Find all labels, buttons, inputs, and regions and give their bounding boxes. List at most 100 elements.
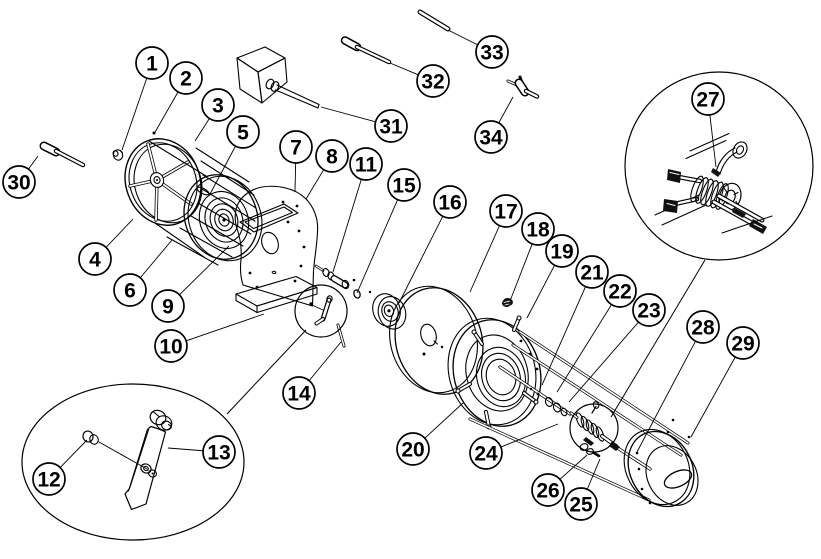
callout-27: 27 bbox=[691, 82, 725, 168]
tie-rods bbox=[468, 330, 690, 502]
balloon-circle bbox=[282, 376, 316, 410]
leader-line bbox=[498, 96, 514, 124]
balloon-circle bbox=[349, 147, 383, 181]
balloon-circle bbox=[201, 88, 235, 122]
leader-line bbox=[424, 402, 464, 439]
end-cap bbox=[623, 428, 699, 508]
balloon-circle bbox=[396, 432, 430, 466]
callout-9: 9 bbox=[151, 245, 230, 323]
balloon-circle bbox=[154, 329, 188, 363]
leader-line bbox=[526, 264, 555, 319]
spring-pin bbox=[340, 36, 392, 65]
callout-22: 22 bbox=[556, 274, 637, 393]
balloon-circle bbox=[475, 35, 509, 69]
balloon-circle bbox=[603, 274, 637, 308]
balloon-circle bbox=[686, 310, 720, 344]
balloon-circle bbox=[531, 473, 565, 507]
leader-line bbox=[139, 239, 173, 279]
balloon-number: 5 bbox=[237, 122, 249, 145]
callout-13: 13 bbox=[167, 435, 236, 469]
callout-31: 31 bbox=[320, 106, 408, 143]
balloon-number: 10 bbox=[159, 336, 182, 359]
lever-arm-detail-bubble bbox=[21, 383, 245, 541]
balloon-circle bbox=[202, 435, 236, 469]
detail-connector-line bbox=[610, 259, 706, 418]
spool-pins bbox=[455, 315, 539, 430]
callout-4: 4 bbox=[78, 218, 134, 276]
balloon-circle bbox=[564, 487, 598, 521]
callout-20: 20 bbox=[396, 402, 464, 466]
leader-line bbox=[636, 340, 696, 453]
leader-line bbox=[389, 62, 419, 76]
leader-line bbox=[294, 162, 297, 193]
balloon-circle bbox=[135, 46, 169, 80]
leader-line bbox=[179, 245, 230, 296]
axle-shaft bbox=[498, 365, 652, 471]
balloon-number: 25 bbox=[569, 494, 593, 517]
callout-19: 19 bbox=[526, 234, 579, 319]
balloon-number: 34 bbox=[479, 127, 503, 150]
callout-14: 14 bbox=[282, 341, 342, 410]
leader-line bbox=[305, 169, 325, 200]
balloon-circle bbox=[433, 185, 467, 219]
balloon-number: 29 bbox=[731, 333, 754, 356]
callout-21: 21 bbox=[541, 255, 609, 386]
ratchet-assembly bbox=[654, 133, 773, 234]
mounting-bolt bbox=[39, 141, 86, 168]
callout-32: 32 bbox=[389, 62, 450, 98]
callout-2: 2 bbox=[153, 61, 203, 135]
balloon-circle bbox=[545, 234, 579, 268]
balloon-number: 21 bbox=[580, 262, 604, 285]
callout-16: 16 bbox=[398, 185, 467, 304]
callout-17: 17 bbox=[469, 194, 523, 293]
leader-line bbox=[332, 179, 362, 273]
leader-line bbox=[447, 29, 478, 46]
latch-pin bbox=[336, 323, 346, 348]
outlet-boss bbox=[239, 203, 299, 233]
callout-23: 23 bbox=[568, 293, 666, 403]
leader-line bbox=[556, 304, 612, 393]
leader-line bbox=[105, 218, 134, 248]
callout-6: 6 bbox=[113, 239, 173, 307]
hub-spring-detail-bubble bbox=[569, 403, 619, 453]
leader-line bbox=[185, 313, 265, 342]
balloon-circle bbox=[469, 436, 503, 470]
callout-10: 10 bbox=[154, 313, 265, 363]
balloon-number: 11 bbox=[355, 154, 378, 177]
balloon-number: 31 bbox=[379, 116, 403, 139]
detail-connector-line bbox=[226, 329, 307, 415]
drum-bearing-rings bbox=[198, 190, 250, 250]
leader-line bbox=[500, 423, 559, 448]
balloon-number: 23 bbox=[637, 300, 660, 323]
reel-spool bbox=[447, 315, 542, 430]
balloon-circle bbox=[726, 326, 760, 360]
leader-line bbox=[121, 77, 148, 151]
balloon-number: 3 bbox=[212, 95, 224, 118]
callout-11: 11 bbox=[332, 147, 383, 273]
balloon-number: 27 bbox=[696, 89, 719, 112]
lever-arm-parts bbox=[82, 409, 173, 511]
leader-line bbox=[194, 118, 210, 142]
leader-line bbox=[398, 216, 444, 304]
callout-34: 34 bbox=[474, 96, 514, 154]
base-bracket bbox=[235, 275, 318, 314]
balloon-number: 17 bbox=[494, 201, 517, 224]
balloon-circle bbox=[387, 168, 421, 202]
balloon-circle bbox=[416, 64, 450, 98]
callout-7: 7 bbox=[279, 130, 313, 193]
side-plate bbox=[234, 185, 319, 307]
balloon-number: 14 bbox=[287, 383, 311, 406]
sheave-roller bbox=[372, 293, 407, 330]
clip bbox=[501, 297, 513, 307]
leader-line bbox=[320, 106, 376, 123]
callout-3: 3 bbox=[194, 88, 235, 142]
balloon-circle bbox=[521, 212, 555, 246]
balloon-number: 15 bbox=[392, 175, 416, 198]
balloon-circle bbox=[575, 255, 609, 289]
shaft-bearing bbox=[314, 264, 372, 294]
balloon-number: 33 bbox=[480, 42, 503, 65]
balloon-circle bbox=[151, 289, 185, 323]
leader-line bbox=[208, 145, 236, 197]
balloon-circle bbox=[169, 61, 203, 95]
